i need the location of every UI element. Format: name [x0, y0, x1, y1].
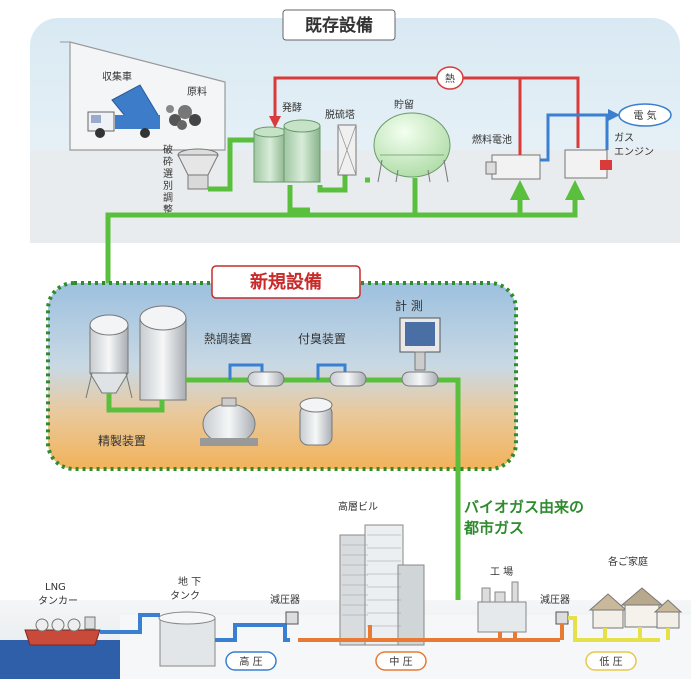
city-gas-label: バイオガス由来の 都市ガス — [463, 498, 584, 537]
odorizer-label: 付臭装置 — [298, 331, 346, 346]
crush-char-1: 破 — [163, 143, 173, 156]
storage-label: 貯留 — [394, 98, 414, 111]
gas-engine-label-2: エンジン — [614, 147, 654, 158]
garbage-truck-icon — [87, 84, 160, 138]
collection-vehicle-label: 収集車 — [102, 70, 132, 83]
high-pressure-pipe — [100, 613, 290, 642]
existing-green-pipes — [98, 137, 585, 310]
fermentation-label: 発酵 — [282, 101, 302, 114]
electricity-badge: 電 気 — [618, 103, 672, 127]
gas-engine-label-1: ガス — [614, 132, 634, 144]
desulfurization-tower-icon: 脱硫塔 — [325, 108, 357, 176]
underground-tank-label-2: タンク — [170, 590, 200, 602]
high-pressure-label: 高 圧 — [239, 655, 262, 668]
high-rise-buildings-icon: 高層ビル — [338, 500, 425, 646]
odorizer-unit-icon: 付臭装置 — [298, 331, 367, 446]
lng-tanker-label-2: タンカー — [38, 595, 78, 607]
low-pressure-label: 低 圧 — [599, 655, 622, 668]
new-title-text: 新規設備 — [250, 271, 322, 293]
city-gas-line-2: 都市ガス — [463, 519, 524, 537]
regulator-1-icon: 減圧器 — [270, 593, 300, 625]
heat-adjust-unit-icon: 熱調装置 — [200, 332, 285, 446]
homes-icon: 各ご家庭 — [588, 555, 683, 629]
heat-adjust-label: 熱調装置 — [204, 332, 252, 346]
crush-char-6: 整 — [163, 203, 173, 216]
medium-pressure-pipe — [298, 624, 564, 642]
fuel-cell-icon: 燃料電池 — [472, 133, 541, 180]
high-pressure-badge: 高 圧 — [225, 651, 277, 671]
underground-tank-icon: 地 下 タンク — [158, 575, 216, 667]
low-pressure-pipe — [568, 616, 670, 642]
homes-label: 各ご家庭 — [608, 555, 648, 568]
existing-title-text: 既存設備 — [305, 15, 373, 36]
fermentation-tanks-icon: 発酵 — [253, 101, 321, 183]
heat-label: 熱 — [445, 72, 455, 85]
measurement-label: 計 測 — [395, 298, 423, 313]
high-rise-label: 高層ビル — [338, 500, 378, 513]
storage-dome-icon: 貯留 — [373, 98, 451, 183]
measurement-unit-icon: 計 測 — [395, 298, 441, 387]
raw-material-pile-icon — [166, 105, 201, 130]
crush-char-5: 調 — [163, 191, 173, 204]
desulfurization-label: 脱硫塔 — [325, 108, 355, 121]
new-title: 新規設備 — [211, 265, 361, 299]
regulator-1-label: 減圧器 — [270, 593, 300, 606]
regulator-2-label: 減圧器 — [540, 593, 570, 606]
heat-red-pipe — [269, 76, 580, 155]
gas-engine-icon: ガス エンジン — [564, 132, 654, 179]
purification-unit-icon: 精製装置 — [85, 305, 187, 448]
raw-material-label: 原料 — [187, 85, 207, 98]
medium-pressure-badge: 中 圧 — [375, 651, 427, 671]
fuel-cell-label: 燃料電池 — [472, 133, 512, 146]
crush-char-4: 別 — [163, 180, 173, 192]
crush-char-2: 砕 — [163, 156, 173, 168]
factory-icon: 工 場 — [477, 565, 527, 633]
low-pressure-badge: 低 圧 — [585, 651, 637, 671]
crush-char-3: 選 — [163, 167, 173, 180]
heat-badge: 熱 — [436, 66, 464, 90]
purification-label: 精製装置 — [98, 434, 146, 448]
crusher-icon: 破 砕 選 別 調 整 — [163, 143, 219, 216]
medium-pressure-label: 中 圧 — [389, 655, 412, 668]
regulator-2-icon: 減圧器 — [540, 593, 570, 625]
existing-title: 既存設備 — [282, 9, 396, 41]
factory-label: 工 場 — [490, 565, 513, 578]
lng-tanker-icon: LNG タンカー — [24, 582, 101, 646]
electricity-blue-pipe — [540, 109, 620, 162]
city-gas-line-1: バイオガス由来の — [464, 498, 584, 516]
lng-tanker-label-1: LNG — [45, 582, 66, 593]
electricity-label: 電 気 — [633, 109, 656, 122]
underground-tank-label-1: 地 下 — [178, 575, 201, 588]
